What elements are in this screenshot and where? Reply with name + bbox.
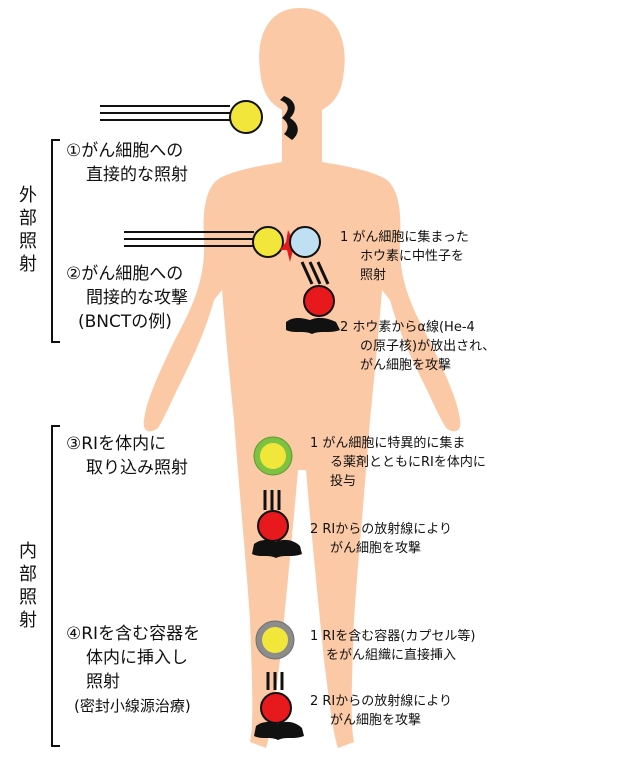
note-ri-step-1: 1 がん細胞に特異的に集ま る薬剤とともにRIを体内に 投与: [310, 436, 486, 489]
note-capsule-step-2: 2 RIからの放射線により がん細胞を攻撃: [310, 694, 453, 728]
section-internal-label: 内部照射: [19, 541, 37, 631]
cancer-cell-1: [229, 100, 263, 134]
beam-lines-neutron: [124, 231, 254, 247]
boron-cell: [289, 226, 321, 258]
radiation-lines-3: [263, 490, 281, 510]
note-capsule-step-1: 1 RIを含む容器(カプセル等) をがん組織に直接挿入: [310, 629, 476, 663]
cancer-cell-2: [252, 226, 284, 258]
damaged-cell-3: [257, 510, 289, 542]
note-bnct-step-2: 2 ホウ素からα線(He-4 の原子核)が放出され、 がん細胞を攻撃: [340, 320, 496, 373]
cancer-cell-4: [262, 627, 288, 653]
damage-mark-2: [286, 317, 340, 334]
alpha-ray-lines: [300, 261, 330, 285]
damage-mark-1: [280, 96, 298, 140]
damaged-cell-2: [303, 285, 335, 317]
method-1-label: ①がん細胞への 直接的な照射: [66, 141, 188, 185]
section-external-label: 外部照射: [19, 185, 37, 275]
beam-lines-direct: [100, 105, 230, 121]
method-3-label: ③RIを体内に 取り込み照射: [66, 434, 188, 478]
damaged-cell-4: [260, 692, 292, 724]
cancer-cell-3: [260, 443, 286, 469]
human-body-silhouette: [143, 8, 461, 748]
method-2-label: ②がん細胞への 間接的な攻撃 (BNCTの例): [66, 264, 188, 332]
radiation-lines-4: [266, 672, 284, 690]
method-4-label: ④RIを含む容器を 体内に挿入し 照射 (密封小線源治療): [66, 624, 201, 715]
external-bracket: [51, 139, 60, 343]
damage-mark-4: [254, 721, 304, 740]
note-bnct-step-1: 1 がん細胞に集まった ホウ素に中性子を 照射: [340, 230, 469, 283]
note-ri-step-2: 2 RIからの放射線により がん細胞を攻撃: [310, 522, 453, 556]
damage-mark-3: [252, 539, 302, 558]
internal-bracket: [51, 425, 60, 747]
